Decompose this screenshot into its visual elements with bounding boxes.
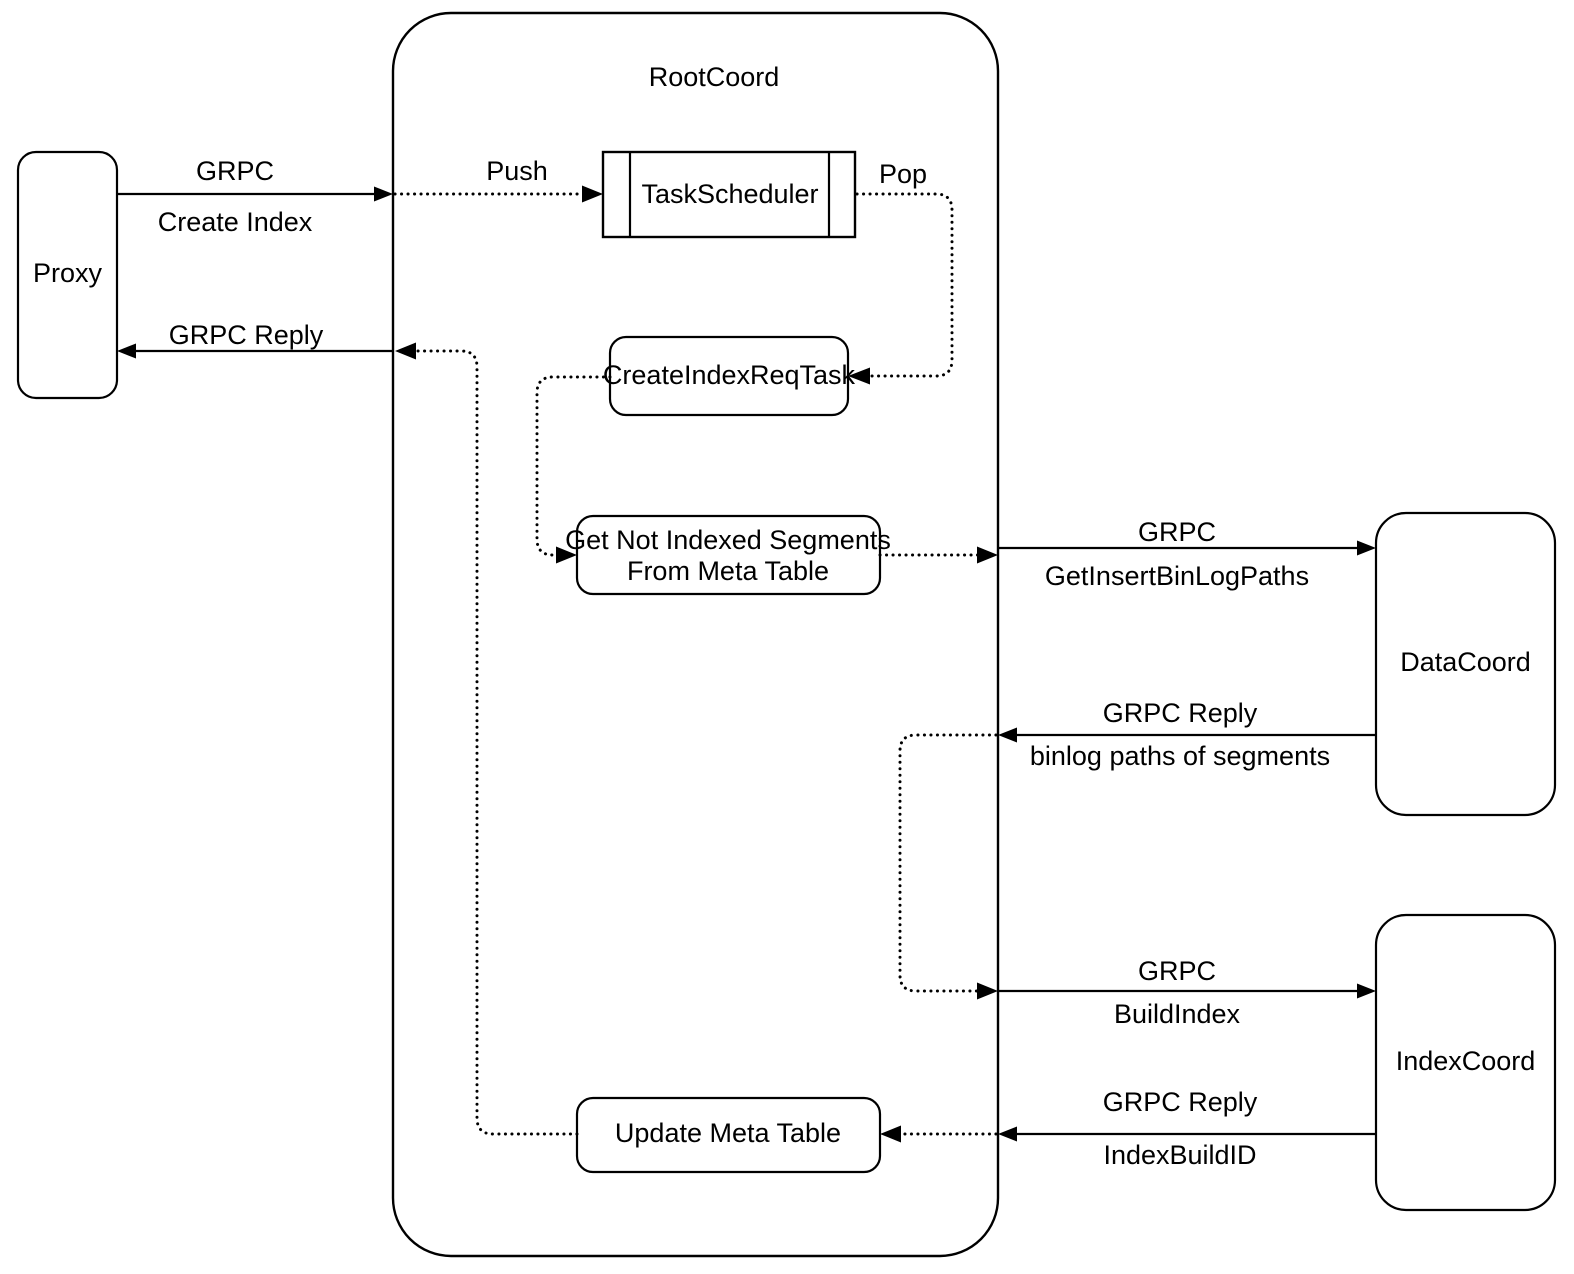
edge-update-meta-table-to-reply xyxy=(410,349,579,1136)
edge-get-segments-to-boundary-arrowhead xyxy=(977,546,998,564)
edge-task-to-get-segments-arrowhead xyxy=(556,546,577,564)
edge-rootcoord-to-indexcoord-label-line1: GRPC xyxy=(1138,956,1216,986)
node-data-coord[interactable] xyxy=(1374,511,1557,817)
node-task-scheduler-label: TaskScheduler xyxy=(641,179,818,209)
node-create-index-req-task-label: CreateIndexReqTask xyxy=(603,360,856,390)
edge-indexcoord-to-rootcoord-arrowhead xyxy=(998,1126,1017,1142)
edge-update-meta-table-to-reply-arrowhead xyxy=(395,342,416,360)
edge-datacoord-to-rootcoord-arrowhead xyxy=(998,727,1017,743)
node-proxy-label: Proxy xyxy=(33,258,103,288)
edge-rootcoord-to-indexcoord-arrowhead xyxy=(1357,983,1376,999)
node-data-coord-label: DataCoord xyxy=(1400,647,1531,677)
edge-proxy-to-rootcoord-label-line1: GRPC xyxy=(196,156,274,186)
edge-boundary-to-update-meta-table-arrowhead xyxy=(880,1125,901,1143)
node-index-coord-label: IndexCoord xyxy=(1396,1046,1536,1076)
node-task-scheduler[interactable] xyxy=(601,150,857,239)
node-index-coord[interactable] xyxy=(1374,913,1557,1212)
edge-push-label: Push xyxy=(486,156,548,186)
edge-rootcoord-to-proxy-arrowhead xyxy=(117,343,136,359)
rootcoord-container xyxy=(391,11,1000,1258)
edge-rootcoord-to-datacoord-label-line1: GRPC xyxy=(1138,517,1216,547)
edge-proxy-to-rootcoord-label-line2: Create Index xyxy=(158,207,313,237)
edge-indexcoord-to-rootcoord-label-line1: GRPC Reply xyxy=(1103,1087,1258,1117)
edge-rootcoord-to-indexcoord-label-line2: BuildIndex xyxy=(1114,999,1241,1029)
edge-task-to-get-segments xyxy=(535,375,612,557)
edge-pop-label: Pop xyxy=(879,159,927,189)
edge-rootcoord-to-proxy-label: GRPC Reply xyxy=(169,320,324,350)
edge-push-arrowhead xyxy=(582,185,603,203)
edge-proxy-to-rootcoord-arrowhead xyxy=(374,186,393,202)
edge-pop-arrowhead xyxy=(848,367,870,385)
edge-indexcoord-to-rootcoord-label-line2: IndexBuildID xyxy=(1103,1140,1256,1170)
node-proxy[interactable] xyxy=(16,150,119,400)
edge-rootcoord-to-datacoord-label-line2: GetInsertBinLogPaths xyxy=(1045,561,1309,591)
edge-datacoord-to-rootcoord-label-line1: GRPC Reply xyxy=(1103,698,1258,728)
edge-rootcoord-to-datacoord-arrowhead xyxy=(1357,540,1376,556)
edge-pop xyxy=(855,192,954,378)
edge-datacoord-to-rootcoord-label-line2: binlog paths of segments xyxy=(1030,741,1330,771)
edge-internal-loop-arrowhead xyxy=(977,982,998,1000)
node-get-not-indexed-segments-label-line1: Get Not Indexed Segments xyxy=(565,525,891,555)
rootcoord-title: RootCoord xyxy=(649,62,780,92)
node-get-not-indexed-segments-label-line2: From Meta Table xyxy=(627,556,829,586)
node-update-meta-table-label: Update Meta Table xyxy=(615,1118,841,1148)
